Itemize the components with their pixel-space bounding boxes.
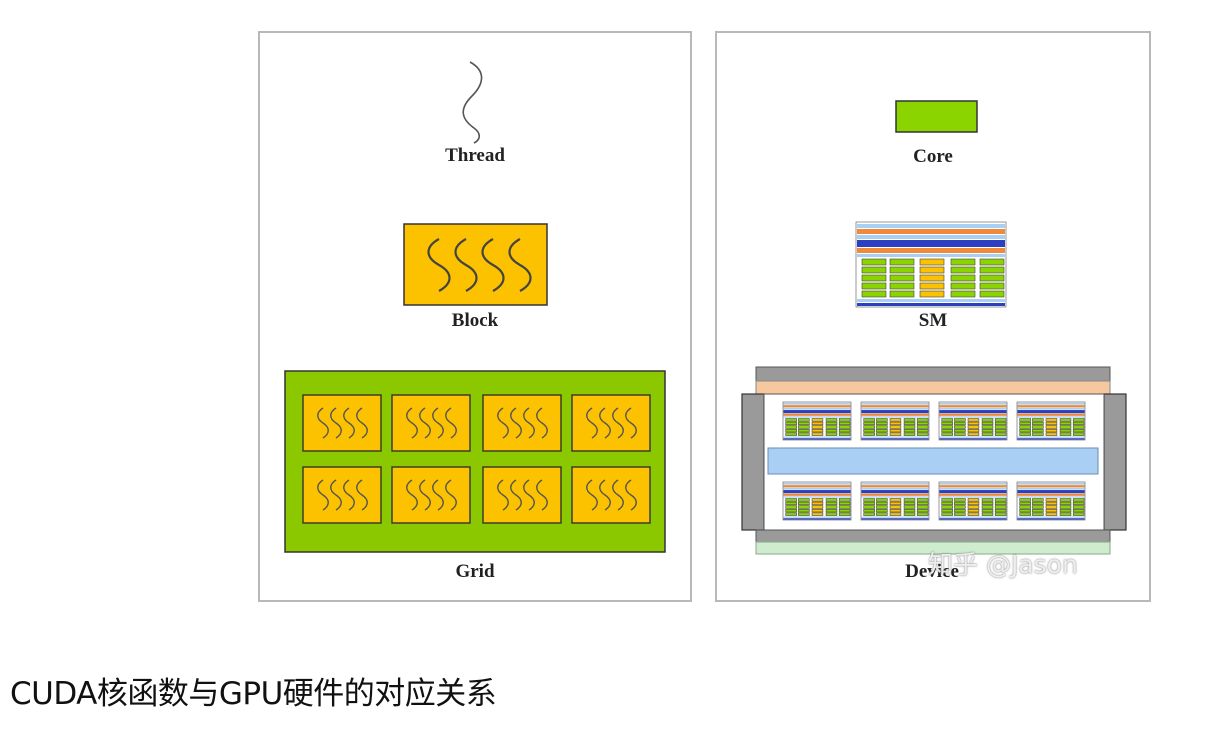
- device-sm-icon: [1016, 481, 1086, 521]
- block-thread-icon: [454, 238, 478, 292]
- figure-caption: CUDA核函数与GPU硬件的对应关系: [10, 676, 497, 712]
- grid-icon: [284, 370, 666, 553]
- device-sm-icon: [860, 401, 930, 441]
- block-thread-icon: [427, 238, 451, 292]
- core-icon: [895, 100, 978, 133]
- device-sm-icon: [782, 481, 852, 521]
- watermark: 知乎 @Jason: [928, 550, 1078, 579]
- grid-block-icon: [302, 466, 382, 524]
- sm-icon: [855, 221, 1007, 308]
- sm-label: SM: [918, 310, 948, 331]
- thread-icon: [462, 61, 483, 144]
- device-sm-icon: [860, 481, 930, 521]
- grid-block-icon: [302, 394, 382, 452]
- grid-block-icon: [391, 394, 471, 452]
- thread-label: Thread: [445, 145, 505, 166]
- grid-block-icon: [482, 394, 562, 452]
- device-sm-icon: [938, 481, 1008, 521]
- block-thread-icon: [508, 238, 532, 292]
- grid-block-icon: [571, 394, 651, 452]
- block-thread-icon: [481, 238, 505, 292]
- grid-block-icon: [391, 466, 471, 524]
- grid-block-icon: [571, 466, 651, 524]
- device-label: Device: [905, 561, 959, 582]
- block-icon: [403, 223, 548, 306]
- device-sm-icon: [782, 401, 852, 441]
- grid-block-icon: [482, 466, 562, 524]
- core-label: Core: [913, 146, 953, 167]
- device-sm-icon: [938, 401, 1008, 441]
- device-icon: [741, 366, 1127, 555]
- grid-label: Grid: [455, 561, 495, 582]
- device-sm-icon: [1016, 401, 1086, 441]
- block-label: Block: [451, 310, 499, 331]
